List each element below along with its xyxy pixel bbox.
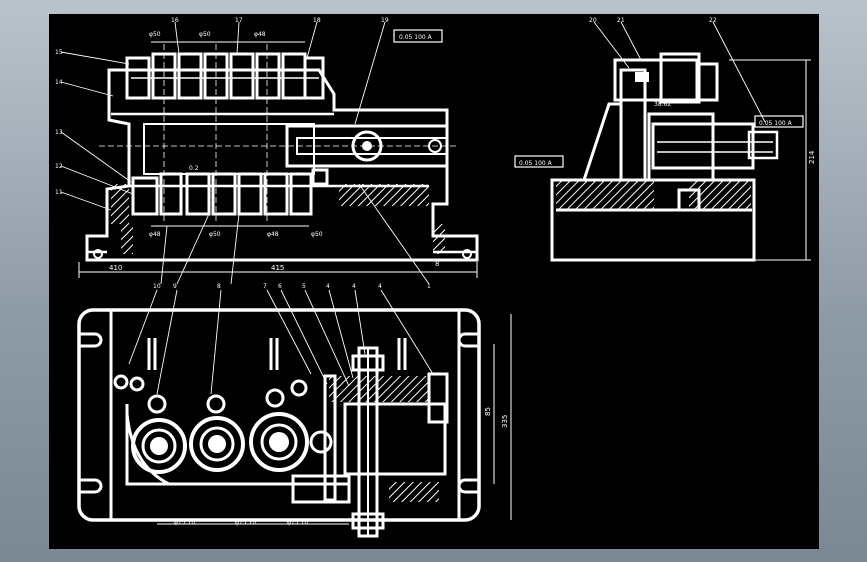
front-left-hatch [111,184,129,224]
dim-plan-v2: 335 [501,415,509,428]
side-spindle [651,122,755,170]
dim-top-a: φ50 [149,31,161,38]
plan-screw [351,346,385,538]
callout-12: 12 [55,163,63,170]
dim-front-width: 415 [271,264,284,272]
dim-plan-v1: 85 [484,407,492,416]
dim-side-height: 214 [808,150,816,164]
callout-19: 19 [381,17,389,24]
dim-plan-p2: φ75 10 [235,519,256,526]
callout-14: 14 [55,79,63,86]
plan-bores [131,412,333,474]
dim-side-mid: 38.62 [654,101,671,108]
callout-6: 6 [278,283,282,290]
tolerance-side-a-text: 0.05 100 A [759,120,793,127]
tolerance-front-text: 0.05 100 A [399,34,433,41]
callout-21: 21 [617,17,625,24]
front-view: φ50 φ50 φ48 φ48 φ50 φ48 φ50 415 410 8 0.… [60,21,479,285]
callout-4b: 4 [352,283,356,290]
dim-bot-d: φ50 [311,231,323,238]
callout-20: 20 [589,17,597,24]
dim-bot-b: φ50 [209,231,221,238]
callout-13: 13 [55,129,63,136]
callout-4a: 4 [326,283,330,290]
plan-clamp-hatch [329,376,429,402]
callout-10: 10 [153,283,161,290]
callout-22: 22 [709,17,717,24]
dim-bot-a: φ48 [149,231,161,238]
dim-plan-p3: φ75 10 [287,519,308,526]
bottom-bearing-row [131,168,329,216]
callout-18: 18 [313,17,321,24]
dim-plan-p1: φ75 10 [174,519,195,526]
dim-top-c: φ48 [254,31,266,38]
tolerance-frame-side-b [514,155,564,168]
tolerance-frame-front [393,29,443,43]
top-bearing-row [125,52,325,100]
dim-front-right: 8 [435,260,439,268]
callout-1: 1 [427,283,431,290]
dim-bot-c: φ48 [267,231,279,238]
callout-17: 17 [235,17,243,24]
callout-16: 16 [171,17,179,24]
dim-top-b: φ50 [199,31,211,38]
tolerance-frame-side-a [754,115,804,128]
callout-5: 5 [302,283,306,290]
side-view: 214 0.05 100 A 0.05 100 A 38.62 [514,21,816,262]
plan-outline [77,308,481,522]
drawing-viewport: φ50 φ50 φ48 φ48 φ50 φ48 φ50 415 410 8 0.… [49,14,819,549]
callout-7: 7 [263,283,267,290]
callout-9: 9 [173,283,177,290]
callout-numbers: 15 14 13 12 11 16 17 18 19 20 21 22 1 10… [55,17,717,290]
dim-front-mid: 0.2 [189,165,199,172]
tolerance-side-b-text: 0.05 100 A [519,160,553,167]
callout-11: 11 [55,189,63,196]
callout-8: 8 [217,283,221,290]
side-rib [582,102,623,181]
front-support-hatch [339,184,429,206]
dim-front-left: 410 [109,264,122,272]
plan-view: φ75 10 φ75 10 φ75 10 85 335 [77,289,512,538]
cad-drawing: φ50 φ50 φ48 φ48 φ50 φ48 φ50 415 410 8 0.… [55,17,816,538]
callout-4c: 4 [378,283,382,290]
callout-15: 15 [55,49,63,56]
